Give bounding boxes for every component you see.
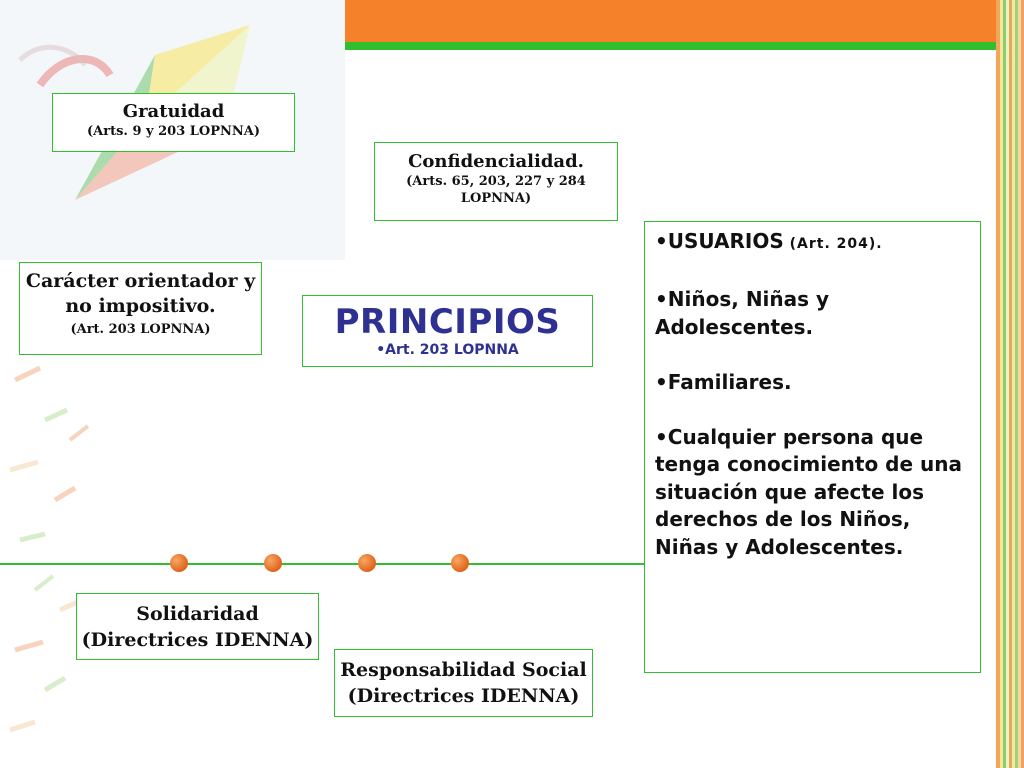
gratuidad-title: Gratuidad bbox=[122, 101, 225, 122]
responsabilidad-box: Responsabilidad Social (Directrices IDEN… bbox=[334, 649, 593, 717]
caracter-ref: (Art. 203 LOPNNA) bbox=[70, 322, 211, 337]
confidencialidad-ref-line1: (Arts. 65, 203, 227 y 284 bbox=[406, 174, 586, 189]
usuarios-item: •Niños, Niñas y Adolescentes. bbox=[655, 287, 830, 339]
right-stripes-decoration bbox=[996, 0, 1024, 768]
solidaridad-title: Solidaridad bbox=[136, 603, 259, 625]
confidencialidad-box: Confidencialidad. (Arts. 65, 203, 227 y … bbox=[374, 142, 618, 221]
top-green-bar bbox=[345, 42, 997, 50]
solidaridad-sub: (Directrices IDENNA) bbox=[81, 629, 314, 651]
caracter-line2: no impositivo. bbox=[65, 295, 216, 317]
usuarios-heading-ref: (Art. 204). bbox=[783, 236, 883, 252]
timeline-dot bbox=[170, 554, 188, 572]
solidaridad-box: Solidaridad (Directrices IDENNA) bbox=[76, 593, 319, 660]
usuarios-item: •Familiares. bbox=[655, 369, 792, 394]
usuarios-heading: •USUARIOS (Art. 204). bbox=[655, 228, 970, 259]
confidencialidad-title: Confidencialidad. bbox=[408, 151, 584, 172]
timeline-line bbox=[0, 563, 646, 565]
principios-box: PRINCIPIOS •Art. 203 LOPNNA bbox=[302, 295, 593, 367]
responsabilidad-sub: (Directrices IDENNA) bbox=[347, 685, 580, 707]
principios-title: PRINCIPIOS bbox=[334, 302, 561, 342]
usuarios-heading-text: •USUARIOS bbox=[655, 229, 784, 253]
usuarios-item: •Cualquier persona que tenga conocimient… bbox=[655, 424, 963, 559]
timeline-dot bbox=[358, 554, 376, 572]
top-orange-bar bbox=[345, 0, 997, 42]
confidencialidad-ref-line2: LOPNNA) bbox=[460, 191, 532, 206]
timeline-dot bbox=[451, 554, 469, 572]
timeline-dot bbox=[264, 554, 282, 572]
caracter-line1: Carácter orientador y bbox=[25, 270, 256, 292]
gratuidad-ref: (Arts. 9 y 203 LOPNNA) bbox=[86, 124, 261, 139]
responsabilidad-title: Responsabilidad Social bbox=[340, 659, 587, 681]
caracter-box: Carácter orientador y no impositivo. (Ar… bbox=[19, 262, 262, 355]
gratuidad-box: Gratuidad (Arts. 9 y 203 LOPNNA) bbox=[52, 93, 295, 152]
principios-sub: •Art. 203 LOPNNA bbox=[376, 342, 519, 358]
usuarios-box: •USUARIOS (Art. 204). •Niños, Niñas y Ad… bbox=[644, 221, 981, 673]
